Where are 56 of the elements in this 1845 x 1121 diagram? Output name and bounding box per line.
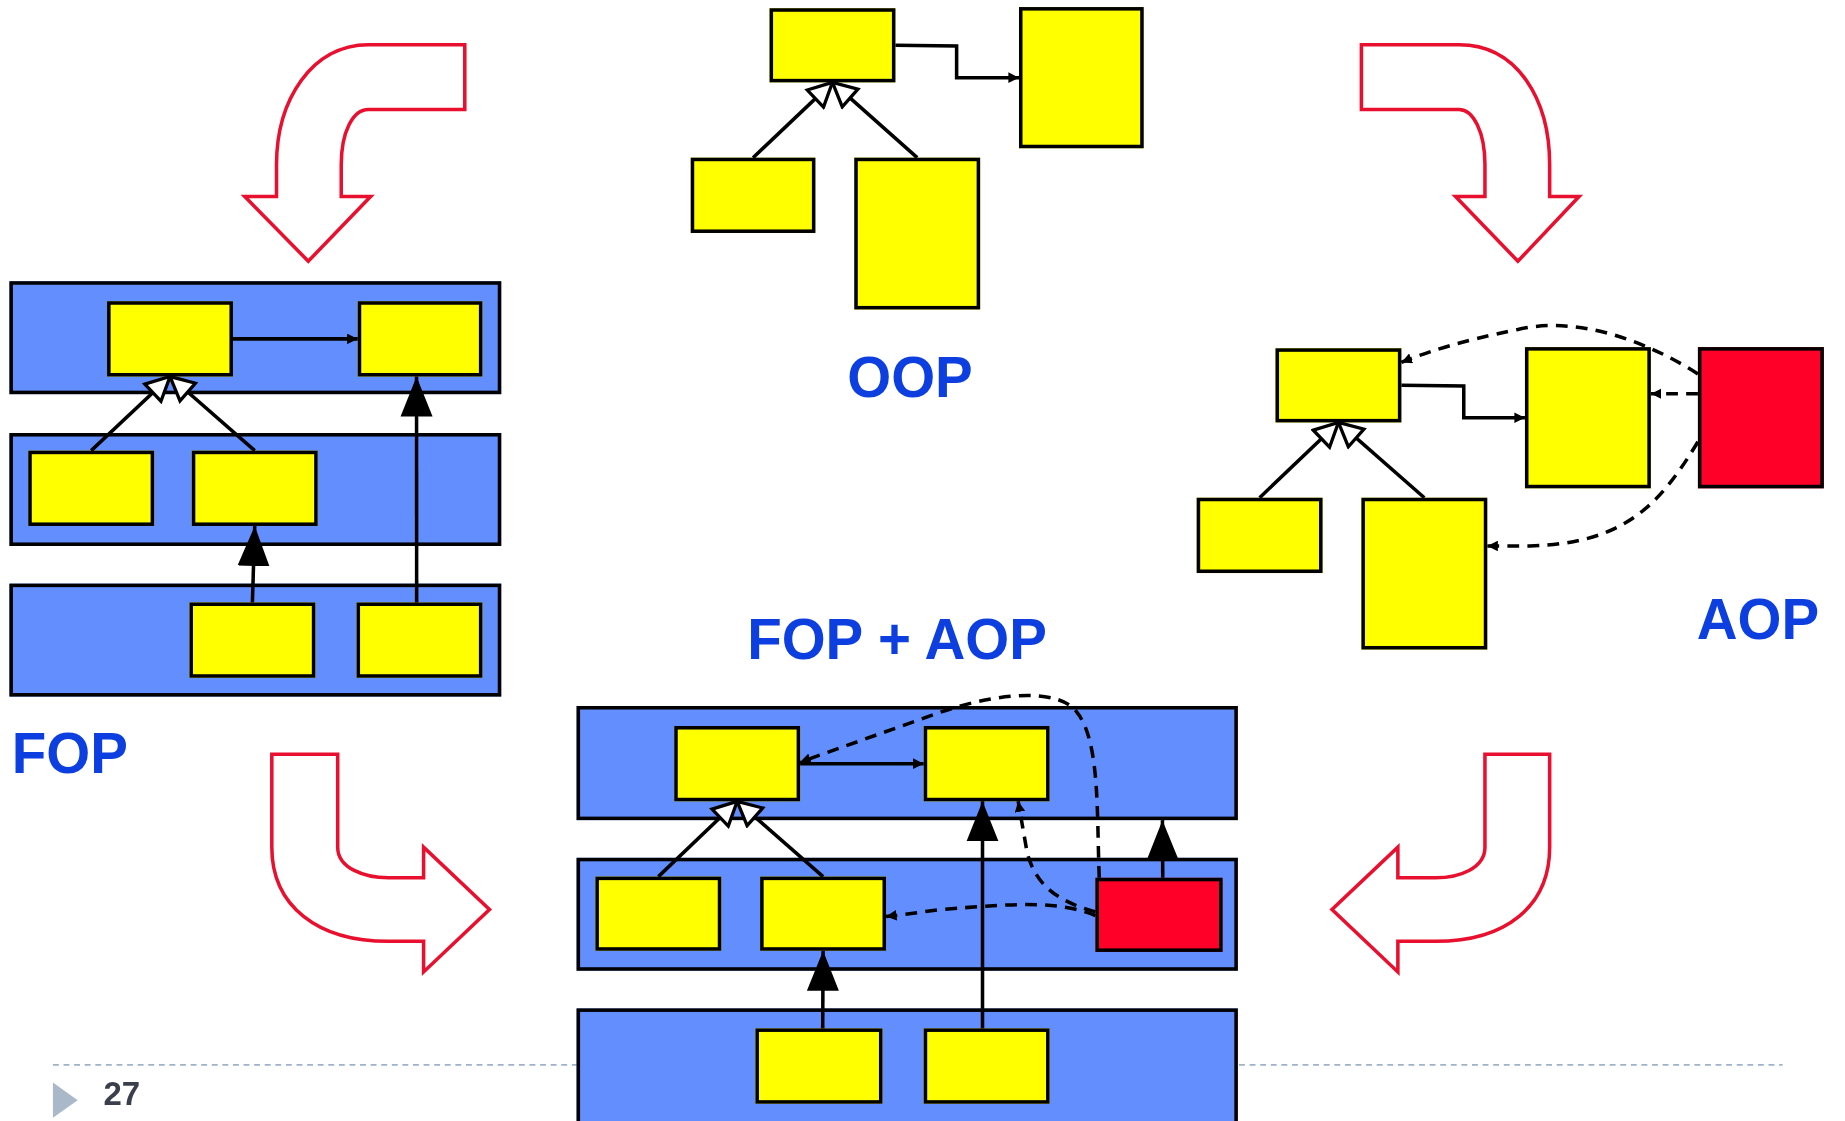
class-box [1275, 348, 1402, 423]
diagram-label: FOP + AOP [747, 611, 1047, 669]
layer-band [576, 706, 1238, 821]
arrow [735, 799, 825, 878]
layer-band [9, 583, 502, 697]
page-number: 27 [103, 1077, 141, 1111]
class-box [357, 301, 483, 377]
layer-band [576, 857, 1238, 971]
class-box [1196, 497, 1323, 574]
arrow [1146, 820, 1179, 878]
arrow [751, 80, 835, 159]
class-box [769, 8, 896, 83]
arrow [1258, 420, 1341, 499]
arrow [1336, 420, 1426, 500]
arrow [90, 374, 172, 452]
layer-band [9, 281, 502, 395]
class-box [755, 1028, 883, 1104]
class-box [1524, 347, 1651, 489]
class-box [1019, 7, 1144, 149]
arrow [400, 376, 433, 603]
layer-band [576, 1008, 1238, 1121]
arrow [233, 333, 358, 345]
arrow [237, 525, 270, 603]
dashed-arrow [1650, 388, 1698, 399]
arrow [966, 801, 999, 1029]
class-box [356, 602, 483, 678]
class-box [760, 876, 886, 951]
arrow [830, 80, 919, 159]
arrow [806, 950, 839, 1029]
class-box [595, 876, 722, 951]
diagram-label: OOP [847, 349, 973, 406]
class-box [28, 450, 155, 526]
dashed-arrow [1014, 801, 1096, 914]
class-box [854, 157, 981, 310]
dashed-arrow [885, 902, 1097, 921]
arrow [1401, 383, 1525, 423]
class-box [1361, 497, 1488, 650]
dashed-arrow [1400, 323, 1699, 376]
arrow [168, 374, 256, 452]
class-box [923, 726, 1050, 802]
layer-band [9, 433, 502, 546]
dashed-arrow [1487, 440, 1700, 552]
class-box [107, 301, 233, 377]
diagram-label: AOP [1696, 591, 1820, 649]
aspect-box [1095, 877, 1223, 952]
aspect-box [1697, 347, 1824, 489]
class-box [674, 726, 801, 802]
dashed-arrow [799, 693, 1101, 878]
class-box [191, 450, 318, 526]
class-box [189, 602, 316, 678]
arrow [800, 758, 924, 769]
diagram-label: FOP [11, 726, 128, 783]
arrow [895, 43, 1019, 83]
class-box [923, 1028, 1050, 1104]
arrow [657, 799, 739, 878]
class-box [690, 157, 816, 233]
